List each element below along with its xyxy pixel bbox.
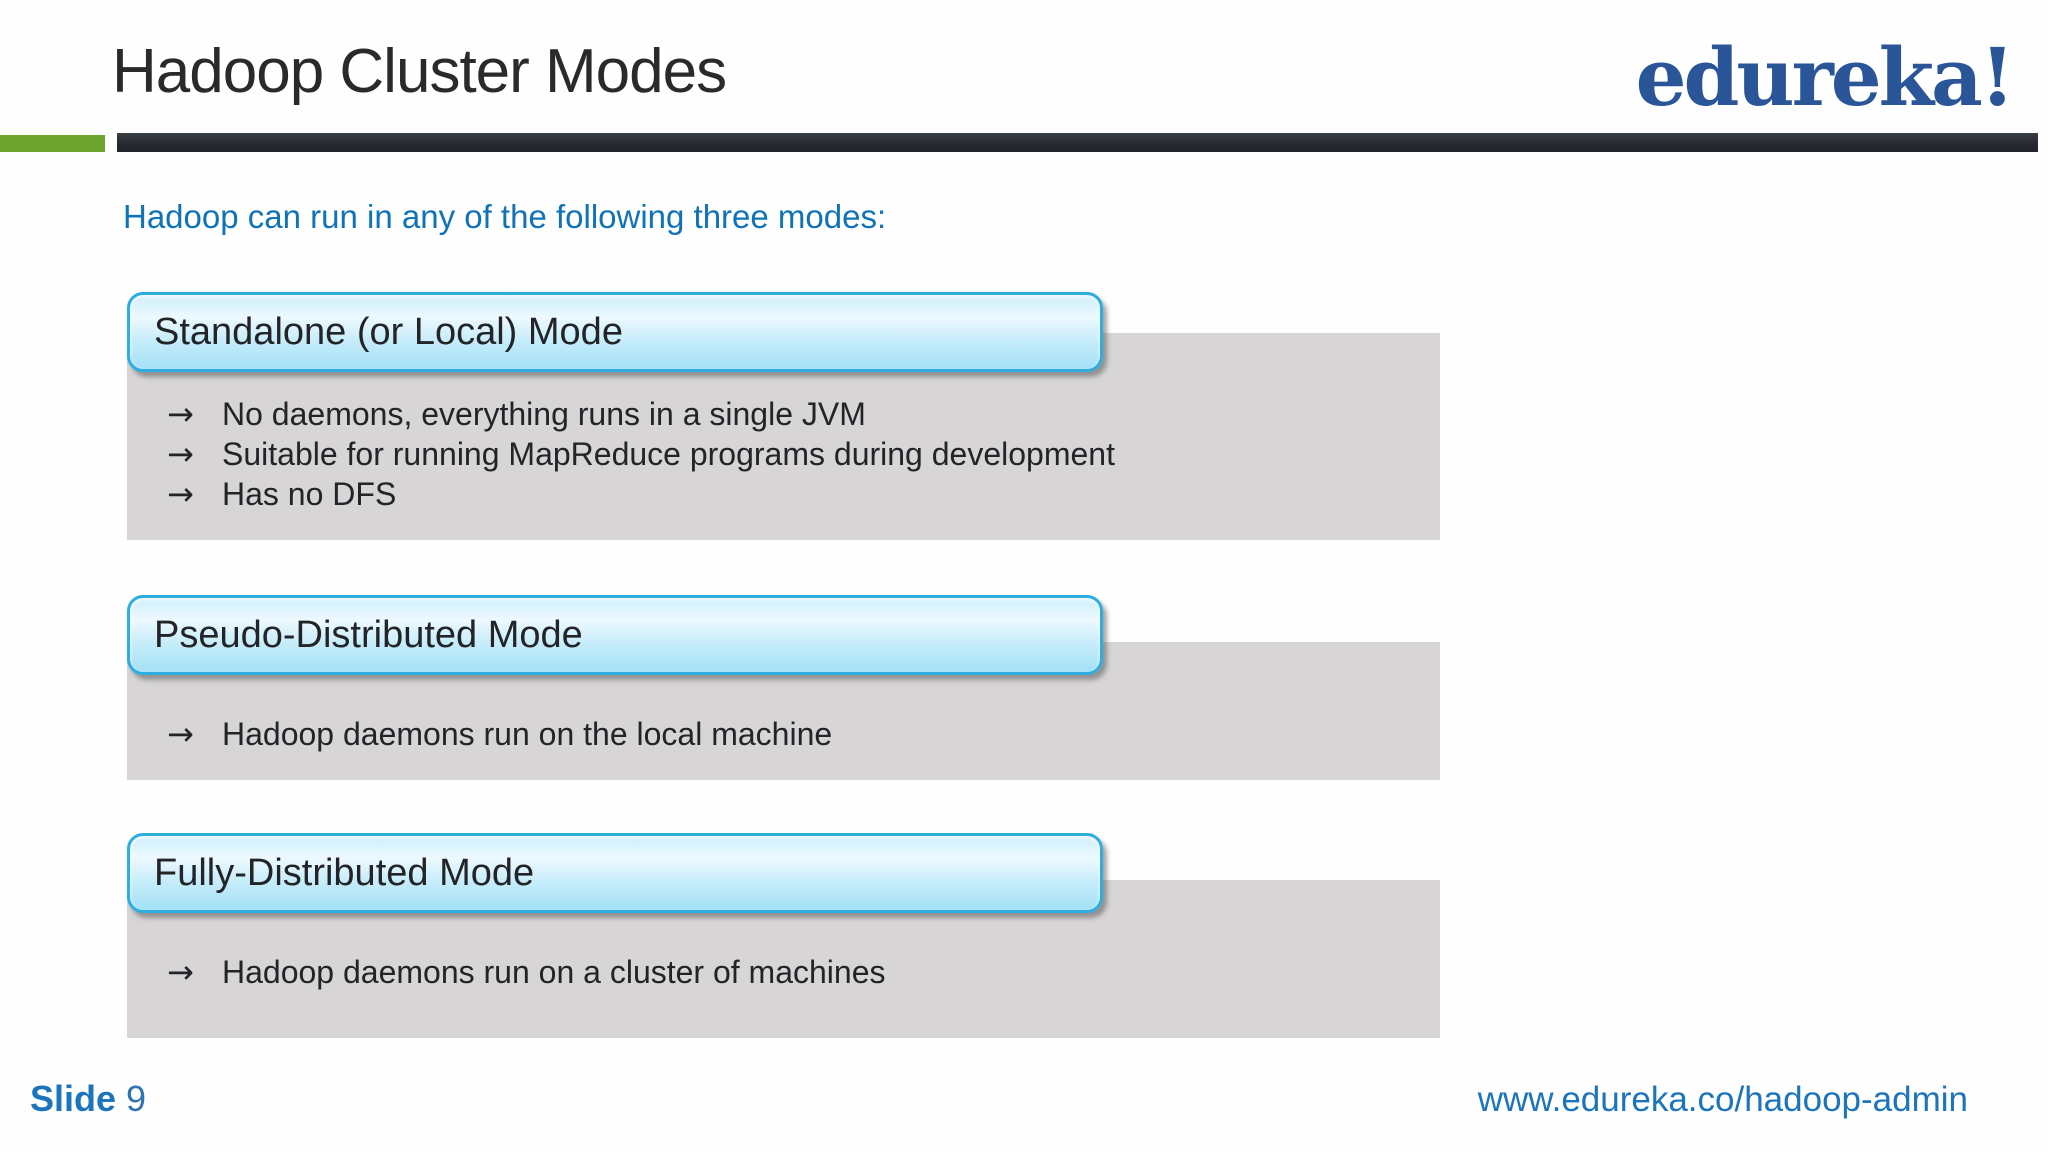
arrow-bullet-icon: → <box>167 475 194 513</box>
bullet-item: → Hadoop daemons run on a cluster of mac… <box>167 953 886 991</box>
arrow-bullet-icon: → <box>167 395 194 433</box>
bullet-item: → Has no DFS <box>167 475 396 513</box>
dark-divider-bar <box>117 133 2038 152</box>
slide-label: Slide <box>30 1078 117 1119</box>
bullet-item: → Suitable for running MapReduce program… <box>167 435 1115 473</box>
bullet-item: → No daemons, everything runs in a singl… <box>167 395 866 433</box>
intro-text: Hadoop can run in any of the following t… <box>123 198 887 235</box>
course-url: www.edureka.co/hadoop-admin <box>1477 1080 1968 1119</box>
fully-distributed-mode-header: Fully-Distributed Mode <box>127 833 1103 913</box>
green-accent-bar <box>0 135 105 152</box>
bullet-text: Has no DFS <box>222 476 397 512</box>
slide-number-value: 9 <box>126 1078 147 1119</box>
bullet-text: Suitable for running MapReduce programs … <box>222 436 1115 472</box>
arrow-bullet-icon: → <box>167 435 194 473</box>
section-heading: Pseudo-Distributed Mode <box>154 613 583 656</box>
arrow-bullet-icon: → <box>167 715 194 753</box>
bullet-text: No daemons, everything runs in a single … <box>222 396 866 432</box>
standalone-mode-header: Standalone (or Local) Mode <box>127 292 1103 372</box>
arrow-bullet-icon: → <box>167 953 194 991</box>
bullet-text: Hadoop daemons run on a cluster of machi… <box>222 954 886 990</box>
bullet-item: → Hadoop daemons run on the local machin… <box>167 715 832 753</box>
pseudo-distributed-mode-header: Pseudo-Distributed Mode <box>127 595 1103 675</box>
bullet-text: Hadoop daemons run on the local machine <box>222 716 833 752</box>
edureka-logo: edureka! <box>1635 30 2015 124</box>
section-heading: Fully-Distributed Mode <box>154 851 535 894</box>
page-title: Hadoop Cluster Modes <box>112 37 727 106</box>
section-heading: Standalone (or Local) Mode <box>154 310 623 353</box>
